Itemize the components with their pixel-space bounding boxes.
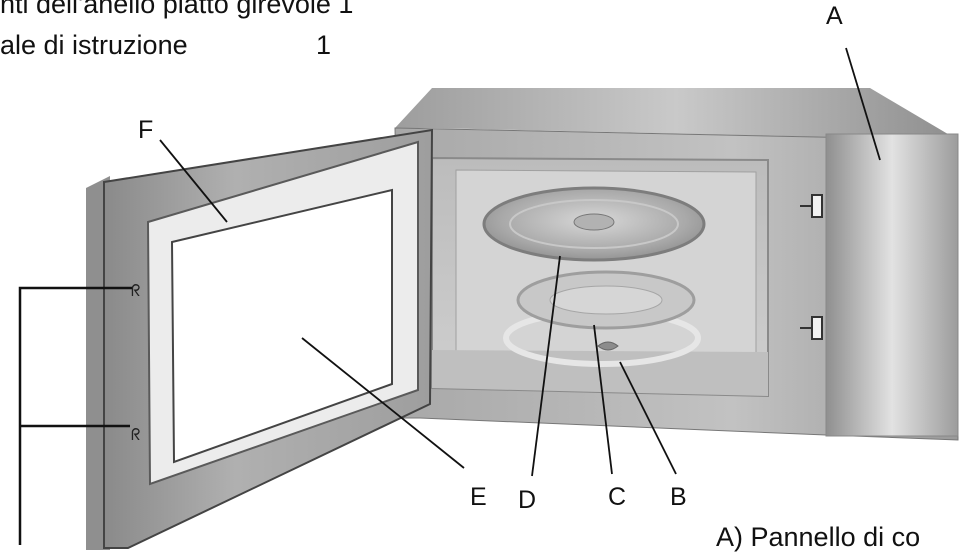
leader-lines: [159, 47, 881, 477]
label-a: A: [826, 2, 843, 30]
leader-line-f: [159, 139, 228, 223]
oven-door: ᖇ ᖇ: [86, 128, 434, 550]
label-c: C: [608, 483, 626, 511]
label-e: E: [470, 483, 487, 511]
label-d: D: [518, 486, 536, 514]
leader-line-b: [619, 361, 677, 475]
door-hooks-bracket: [18, 286, 132, 545]
control-panel: [825, 133, 959, 437]
label-f: F: [138, 116, 153, 144]
leader-line-e: [301, 337, 465, 469]
door-hook-upper: ᖇ: [131, 281, 140, 300]
door-hook-lower: ᖇ: [131, 425, 140, 444]
leader-line-a: [845, 47, 881, 161]
roller-ring-hole: [549, 285, 663, 315]
header-line-2-quantity: 1: [316, 30, 332, 60]
door-window: [170, 188, 393, 464]
leader-line-d: [531, 255, 561, 477]
door-latch-slot-upper: [800, 194, 823, 218]
label-b: B: [670, 483, 687, 511]
leader-line-c: [593, 324, 613, 475]
header-line-2: ale di istruzione: [0, 30, 188, 60]
oven-top-surface: [395, 88, 958, 140]
header-line-1: nti dell'anello piatto girevole 1: [0, 0, 354, 19]
glass-turntable-hub: [573, 213, 615, 231]
turntable-parts: [482, 186, 706, 367]
legend-first-line: A) Pannello di co: [716, 522, 921, 552]
glass-turntable-inner: [509, 199, 679, 249]
turntable-shaft: [597, 341, 619, 351]
door-latch-slot-lower: [800, 316, 823, 340]
